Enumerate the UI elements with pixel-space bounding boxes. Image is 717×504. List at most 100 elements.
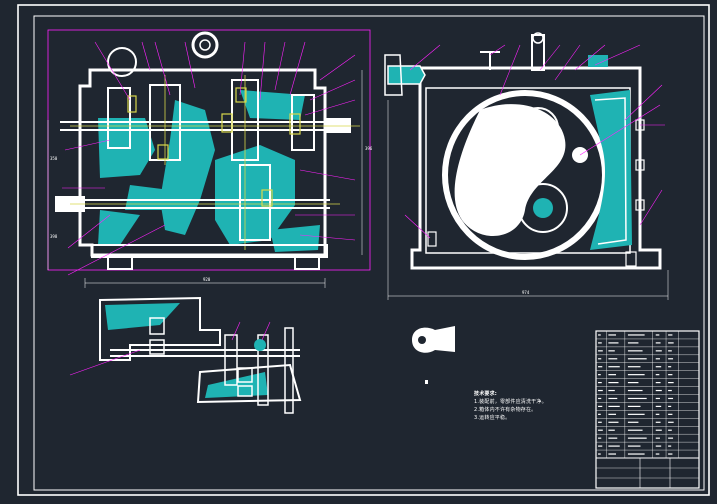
parts-list-entry [655, 429, 662, 431]
parts-list-entry [608, 381, 619, 384]
inner-border [33, 15, 705, 491]
centerlines [70, 75, 360, 250]
cam-lobe [454, 104, 566, 237]
foot-right [294, 254, 320, 270]
parts-list-entry [598, 421, 602, 423]
parts-list-entry [668, 381, 674, 384]
parts-list-entry [627, 413, 645, 415]
parts-list-entries [598, 334, 674, 455]
parts-list-entry [668, 429, 672, 431]
parts-list-entry [668, 389, 672, 392]
parts-list-frame [595, 330, 700, 489]
parts-list-entry [655, 374, 660, 376]
parts-list-entry [655, 389, 662, 392]
dim-left-lower: 398 [50, 234, 58, 239]
parts-list-entry [598, 366, 603, 368]
outer-border [17, 4, 710, 496]
parts-list-entry [627, 350, 643, 352]
parts-list-entry [627, 445, 641, 447]
leader-lines-front [62, 41, 356, 276]
foot-left [107, 254, 133, 270]
parts-list-entry [655, 381, 661, 384]
parts-list-entry [668, 413, 673, 415]
technical-notes: 技术要求: 1.装配前，零部件应清洗干净。 2.箱体内不许有杂物存在。 3.运转… [474, 390, 584, 422]
parts-list-entry [627, 429, 643, 431]
parts-list-columns [606, 331, 679, 458]
notes-line-1: 1.装配前，零部件应清洗干净。 [474, 399, 547, 405]
notes-line-3: 3.运转应平稳。 [474, 415, 511, 421]
coupling [384, 54, 403, 96]
parts-list-entry [627, 421, 639, 423]
parts-list-entry [598, 389, 603, 392]
side-housing [410, 66, 662, 270]
parts-list-entry [608, 445, 620, 447]
front-section-view: 920 396 350 398 [47, 29, 373, 288]
lifting-eye [191, 31, 219, 59]
section-hatching [98, 90, 320, 252]
detail-section-view [69, 296, 302, 414]
side-section-hatch [590, 90, 632, 250]
parts-list-entry [627, 342, 639, 344]
detail-bearings [149, 317, 253, 397]
parts-list-entry [598, 350, 603, 352]
parts-list-entry [598, 429, 603, 431]
parts-list-entry [668, 366, 672, 368]
parts-list-entry [668, 437, 674, 439]
dimension-lines-front [47, 70, 363, 288]
parts-list-entry [655, 437, 660, 439]
parts-list-entry [668, 350, 672, 352]
parts-list-entry [608, 437, 618, 439]
title-block [595, 330, 700, 489]
notes-line-2: 2.箱体内不许有杂物存在。 [474, 407, 537, 413]
parts-list-entry [608, 397, 618, 400]
dim-side-width: 974 [522, 290, 530, 295]
side-view: 974 [384, 32, 669, 300]
parts-list-entry [598, 358, 602, 360]
dimension-lines-side [387, 100, 669, 300]
parts-list-entry [655, 453, 660, 455]
parts-list-entry [668, 374, 673, 376]
parts-list-entry [608, 342, 619, 344]
part-detail [412, 326, 455, 384]
parts-list-rows [596, 338, 699, 451]
lower-gear [518, 183, 568, 233]
parts-list-entry [598, 453, 601, 455]
parts-list-entry [608, 334, 617, 336]
upper-gear [517, 107, 559, 149]
parts-list-entry [598, 381, 602, 384]
parts-list-entry [608, 358, 618, 360]
shafts [55, 121, 350, 209]
parts-list-entry [608, 366, 620, 368]
parts-list-entry [598, 405, 603, 408]
parts-list-entry [668, 421, 674, 423]
detail-lower-housing [196, 363, 302, 404]
parts-list-entry [608, 429, 615, 431]
parts-list-entry [627, 381, 639, 384]
parts-list-entry [598, 413, 601, 415]
parts-list-entry [627, 405, 641, 408]
parts-list-entry [668, 358, 674, 360]
parts-list-entry [668, 334, 673, 336]
parts-list-entry [655, 413, 660, 415]
parts-list-entry [598, 437, 602, 439]
parts-list-entry [655, 350, 662, 352]
parts-list-entry [655, 342, 661, 344]
dim-front-height: 396 [365, 146, 373, 151]
parts-list-entry [668, 342, 674, 344]
parts-list-entry [608, 405, 620, 408]
notes-title: 技术要求: [474, 391, 497, 397]
parts-list-entry [608, 453, 617, 455]
detail-shaft [110, 349, 300, 357]
parts-list-entry [608, 413, 617, 415]
parts-list-entry [655, 405, 662, 408]
leader-lines-side [404, 44, 665, 239]
parts-list-entry [655, 421, 661, 423]
parts-list-entry [608, 421, 619, 423]
parts-list-entry [627, 334, 645, 336]
dim-left-upper: 350 [50, 156, 58, 161]
parts-list-entry [598, 397, 602, 400]
dim-front-width: 920 [203, 277, 211, 282]
parts-list-entry [668, 397, 674, 400]
leader-lines-detail [69, 321, 271, 376]
cam-part [412, 326, 455, 353]
